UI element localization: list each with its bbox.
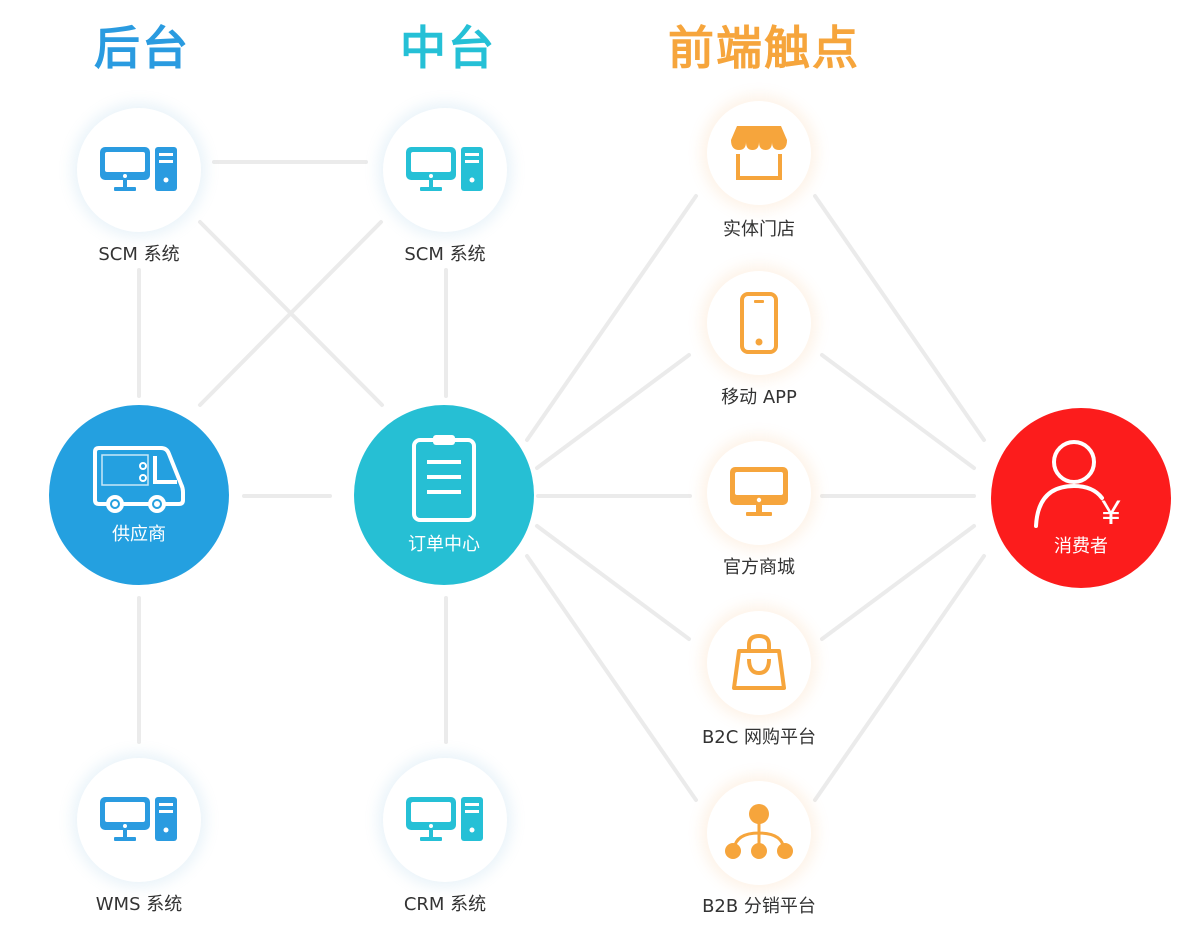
backend-title: 后台 <box>94 21 190 75</box>
backend-wms-node <box>77 758 201 882</box>
touchpoint-b2c-label: B2C 网购平台 <box>701 727 817 748</box>
middle-scm-node <box>383 108 507 232</box>
touchpoint-store-label: 实体门店 <box>723 219 795 240</box>
backend-scm-label: SCM 系统 <box>98 244 180 265</box>
touchpoint-b2b-label: B2B 分销平台 <box>702 896 816 917</box>
touchpoint-app-label: 移动 APP <box>721 387 797 408</box>
link-order-b2b <box>525 554 698 802</box>
touchpoint-mall-label: 官方商城 <box>723 557 795 578</box>
link-order-b2c <box>535 524 691 641</box>
shopping-bag-icon <box>732 633 786 690</box>
mobile-phone-icon <box>740 292 778 354</box>
touchpoint-b2b-node <box>707 781 811 885</box>
computer-icon <box>406 797 483 841</box>
order-center-hub: 订单中心 <box>354 405 534 585</box>
backend-scm-node <box>77 108 201 232</box>
supplier-hub: 供应商 <box>49 405 229 585</box>
store-icon <box>731 126 787 180</box>
order-center-label: 订单中心 <box>408 534 480 555</box>
touchpoint-mall-node <box>707 441 811 545</box>
network-icon <box>725 804 793 859</box>
clipboard-icon <box>412 435 476 522</box>
link-b2c-consumer <box>820 524 976 641</box>
link-middle-scm-supplier <box>198 220 383 407</box>
middle-scm-label: SCM 系统 <box>404 244 486 265</box>
link-store-consumer <box>813 194 986 442</box>
middle-title: 中台 <box>400 21 496 75</box>
consumer-label: 消费者 <box>1054 536 1108 557</box>
computer-icon <box>100 147 177 191</box>
touchpoint-app-node <box>707 271 811 375</box>
link-order-store <box>525 194 698 442</box>
consumer-hub: ¥ 消费者 <box>991 408 1171 588</box>
link-app-consumer <box>820 353 976 470</box>
middle-crm-node <box>383 758 507 882</box>
link-b2b-consumer <box>813 554 986 802</box>
touchpoint-b2c-node <box>707 611 811 715</box>
touchpoint-store-node <box>707 101 811 205</box>
user-yen-icon: ¥ <box>1034 440 1121 530</box>
backend-wms-label: WMS 系统 <box>95 894 183 915</box>
computer-icon <box>100 797 177 841</box>
supplier-label: 供应商 <box>112 524 166 545</box>
currency-symbol: ¥ <box>1101 494 1121 530</box>
link-order-app <box>535 353 691 470</box>
computer-icon <box>406 147 483 191</box>
middle-crm-label: CRM 系统 <box>403 894 487 915</box>
monitor-icon <box>730 467 788 516</box>
front-title: 前端触点 <box>668 21 860 75</box>
truck-icon <box>93 446 185 513</box>
